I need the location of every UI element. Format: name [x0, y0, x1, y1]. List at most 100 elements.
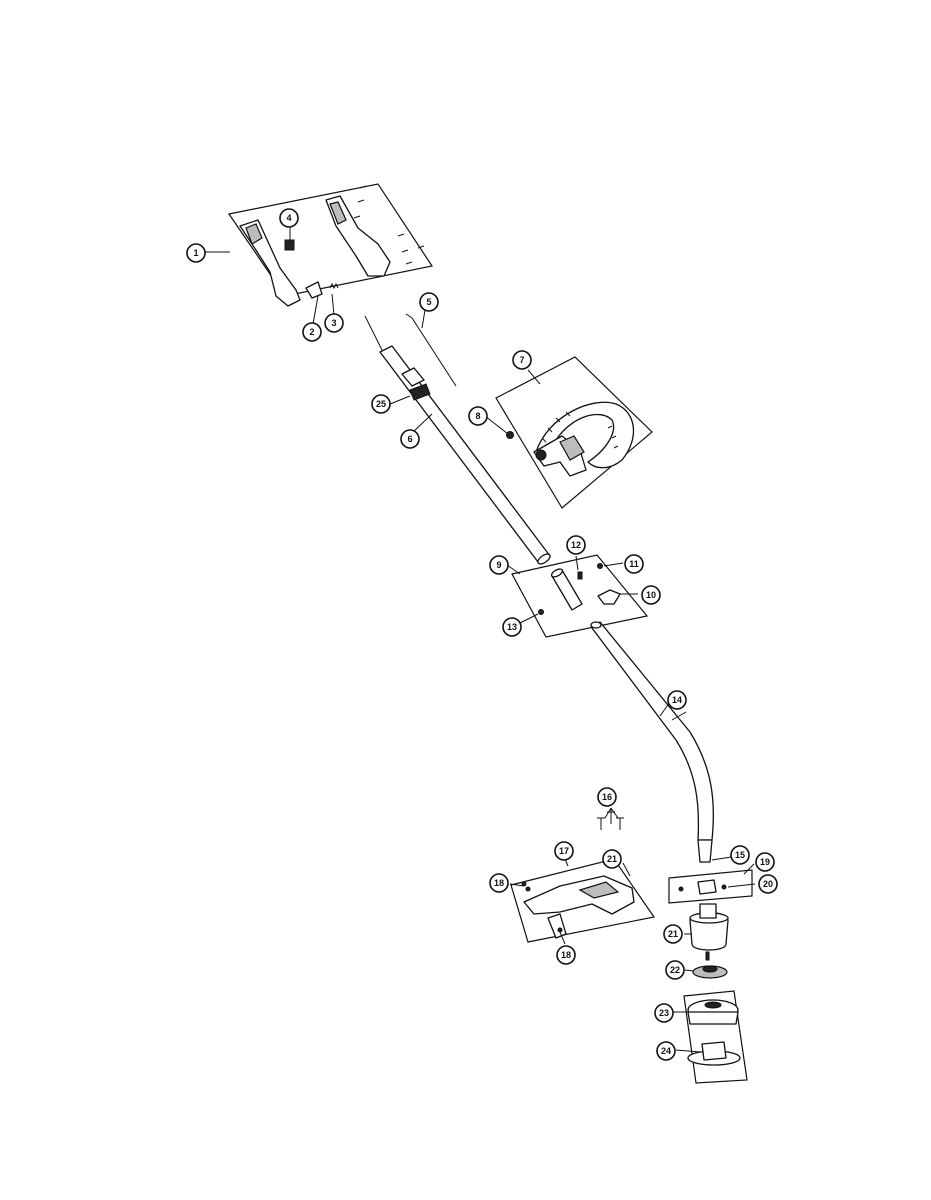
- callout-21-motor: 21: [663, 924, 683, 944]
- spool-rim: [687, 1011, 739, 1025]
- callout-label: 21: [668, 929, 678, 939]
- guard-body: [523, 875, 635, 915]
- guard-box: [510, 858, 656, 943]
- callout-label: 14: [672, 695, 682, 705]
- callout-label: 8: [475, 411, 480, 421]
- bracket-dot: [678, 886, 684, 892]
- callout-label: 1: [193, 248, 198, 258]
- bracket-screw: [721, 884, 727, 890]
- aux-handle-knob: [535, 449, 547, 461]
- upper-shaft-end: [537, 553, 551, 565]
- knob-part: [597, 589, 621, 605]
- upper-shaft-group: [364, 313, 551, 565]
- callout-17: 17: [554, 841, 574, 861]
- aux-handle-clamp: [559, 435, 585, 461]
- callout-12: 12: [566, 535, 586, 555]
- aux-handle-box: [495, 356, 653, 509]
- callout-24: 24: [656, 1041, 676, 1061]
- callout-6: 6: [400, 429, 420, 449]
- trigger-part: [305, 281, 323, 299]
- callout-label: 4: [286, 213, 291, 223]
- handle-screws: [353, 185, 425, 265]
- bolt-part: [506, 431, 514, 439]
- guard-ribs: [578, 881, 620, 899]
- callout-label: 11: [629, 559, 639, 569]
- callout-18-upper: 18: [489, 873, 509, 893]
- spring-part: [329, 282, 339, 290]
- aux-handle-ribs: [541, 411, 619, 449]
- callout-10: 10: [641, 585, 661, 605]
- callout-20: 20: [758, 874, 778, 894]
- right-handle-grip: [329, 201, 347, 225]
- callout-14: 14: [667, 690, 687, 710]
- callout-label: 16: [602, 792, 612, 802]
- guard-screws: [597, 811, 624, 830]
- callout-label: 19: [760, 857, 770, 867]
- switch-part: [284, 239, 295, 251]
- callout-2: 2: [302, 322, 322, 342]
- callout-bubbles: 1 2 3 4 5 6 7 8 9 10 11 12 13 14 15 16 1…: [186, 208, 778, 1061]
- callout-22: 22: [665, 960, 685, 980]
- motor-neck: [699, 903, 717, 919]
- callout-label: 17: [559, 846, 569, 856]
- callout-18-lower: 18: [556, 945, 576, 965]
- lower-shaft-top: [590, 621, 602, 629]
- motor-shaft: [705, 951, 710, 961]
- callout-15: 15: [730, 845, 750, 865]
- pin-part: [577, 571, 583, 580]
- handle-assembly-box: [227, 183, 433, 297]
- callout-19: 19: [755, 852, 775, 872]
- guard-group: [510, 858, 656, 943]
- callout-5: 5: [419, 292, 439, 312]
- cable-part: [405, 313, 457, 387]
- head-group: [668, 869, 753, 1084]
- leader-lines: [205, 225, 756, 1053]
- callout-label: 25: [376, 399, 386, 409]
- callout-13: 13: [502, 617, 522, 637]
- callout-7: 7: [512, 350, 532, 370]
- callout-label: 13: [507, 622, 517, 632]
- spool-cap-center: [702, 965, 718, 973]
- callout-label: 12: [571, 540, 581, 550]
- callout-1: 1: [186, 243, 206, 263]
- callout-label: 18: [561, 950, 571, 960]
- callout-label: 9: [496, 560, 501, 570]
- callout-label: 2: [309, 327, 314, 337]
- callout-11: 11: [624, 554, 644, 574]
- lower-shaft-group: [590, 621, 714, 863]
- callout-label: 23: [659, 1008, 669, 1018]
- lower-shaft: [591, 621, 714, 841]
- guard-bracket: [547, 913, 567, 939]
- callout-label: 7: [519, 355, 524, 365]
- callout-label: 5: [426, 297, 431, 307]
- callout-21-guard: 21: [602, 849, 622, 869]
- callout-label: 3: [331, 318, 336, 328]
- callout-label: 20: [763, 879, 773, 889]
- callout-label: 21: [607, 854, 617, 864]
- shaft-sleeve: [401, 367, 425, 387]
- callout-16: 16: [597, 787, 617, 807]
- guard-screw-c: [557, 927, 563, 933]
- callout-9: 9: [489, 555, 509, 575]
- callout-8: 8: [468, 406, 488, 426]
- spool-hub: [704, 1001, 722, 1009]
- callout-label: 24: [661, 1046, 671, 1056]
- spool-insert: [701, 1041, 727, 1061]
- callout-23: 23: [654, 1003, 674, 1023]
- guard-screw-b: [525, 886, 531, 892]
- callout-label: 6: [407, 434, 412, 444]
- callout-label: 15: [735, 850, 745, 860]
- callout-label: 10: [646, 590, 656, 600]
- callout-3: 3: [324, 313, 344, 333]
- callout-label: 22: [670, 965, 680, 975]
- callout-4: 4: [279, 208, 299, 228]
- handle-assembly-group: [227, 183, 433, 307]
- callout-label: 18: [494, 878, 504, 888]
- washer-part: [538, 609, 544, 615]
- nut-part: [597, 563, 603, 569]
- motor-bracket-box: [668, 869, 753, 904]
- lower-shaft-tip: [697, 839, 713, 863]
- left-handle-grip: [245, 223, 263, 245]
